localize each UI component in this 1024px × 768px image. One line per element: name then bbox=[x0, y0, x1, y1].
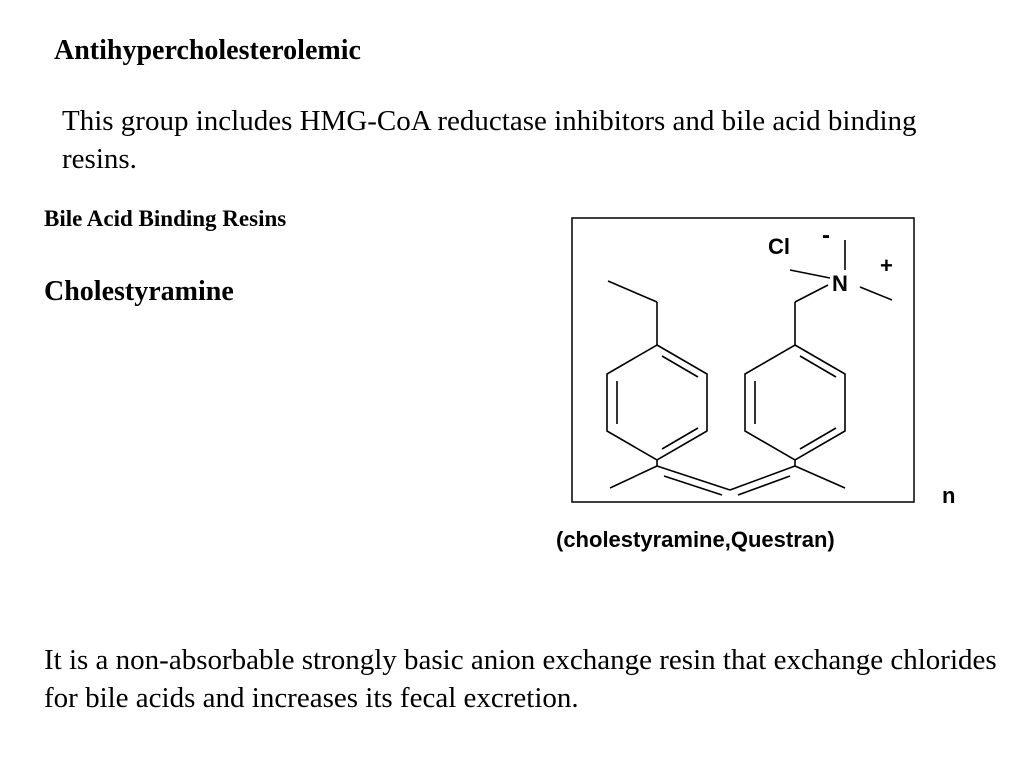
structure-caption: (cholestyramine,Questran) bbox=[556, 527, 835, 552]
section-subheading: Bile Acid Binding Resins bbox=[44, 206, 287, 231]
n-methyl-bonds bbox=[789, 240, 893, 301]
minus-charge-label: - bbox=[822, 222, 830, 249]
polymer-backbone bbox=[609, 460, 846, 496]
nitrogen-label: N bbox=[832, 271, 848, 296]
right-benzene-ring bbox=[744, 344, 846, 461]
chloride-label: Cl bbox=[768, 234, 790, 259]
description-paragraph: It is a non-absorbable strongly basic an… bbox=[44, 644, 997, 714]
repeat-unit-box bbox=[571, 217, 915, 503]
slide-title: Antihypercholesterolemic bbox=[54, 35, 361, 66]
plus-charge-label: + bbox=[880, 253, 893, 278]
ethyl-group bbox=[607, 280, 658, 345]
left-benzene-ring bbox=[606, 344, 708, 461]
methylene-linker bbox=[794, 284, 829, 345]
intro-paragraph: This group includes HMG-CoA reductase in… bbox=[62, 105, 917, 175]
drug-name-heading: Cholestyramine bbox=[44, 276, 234, 307]
repeat-subscript-n: n bbox=[942, 483, 955, 508]
